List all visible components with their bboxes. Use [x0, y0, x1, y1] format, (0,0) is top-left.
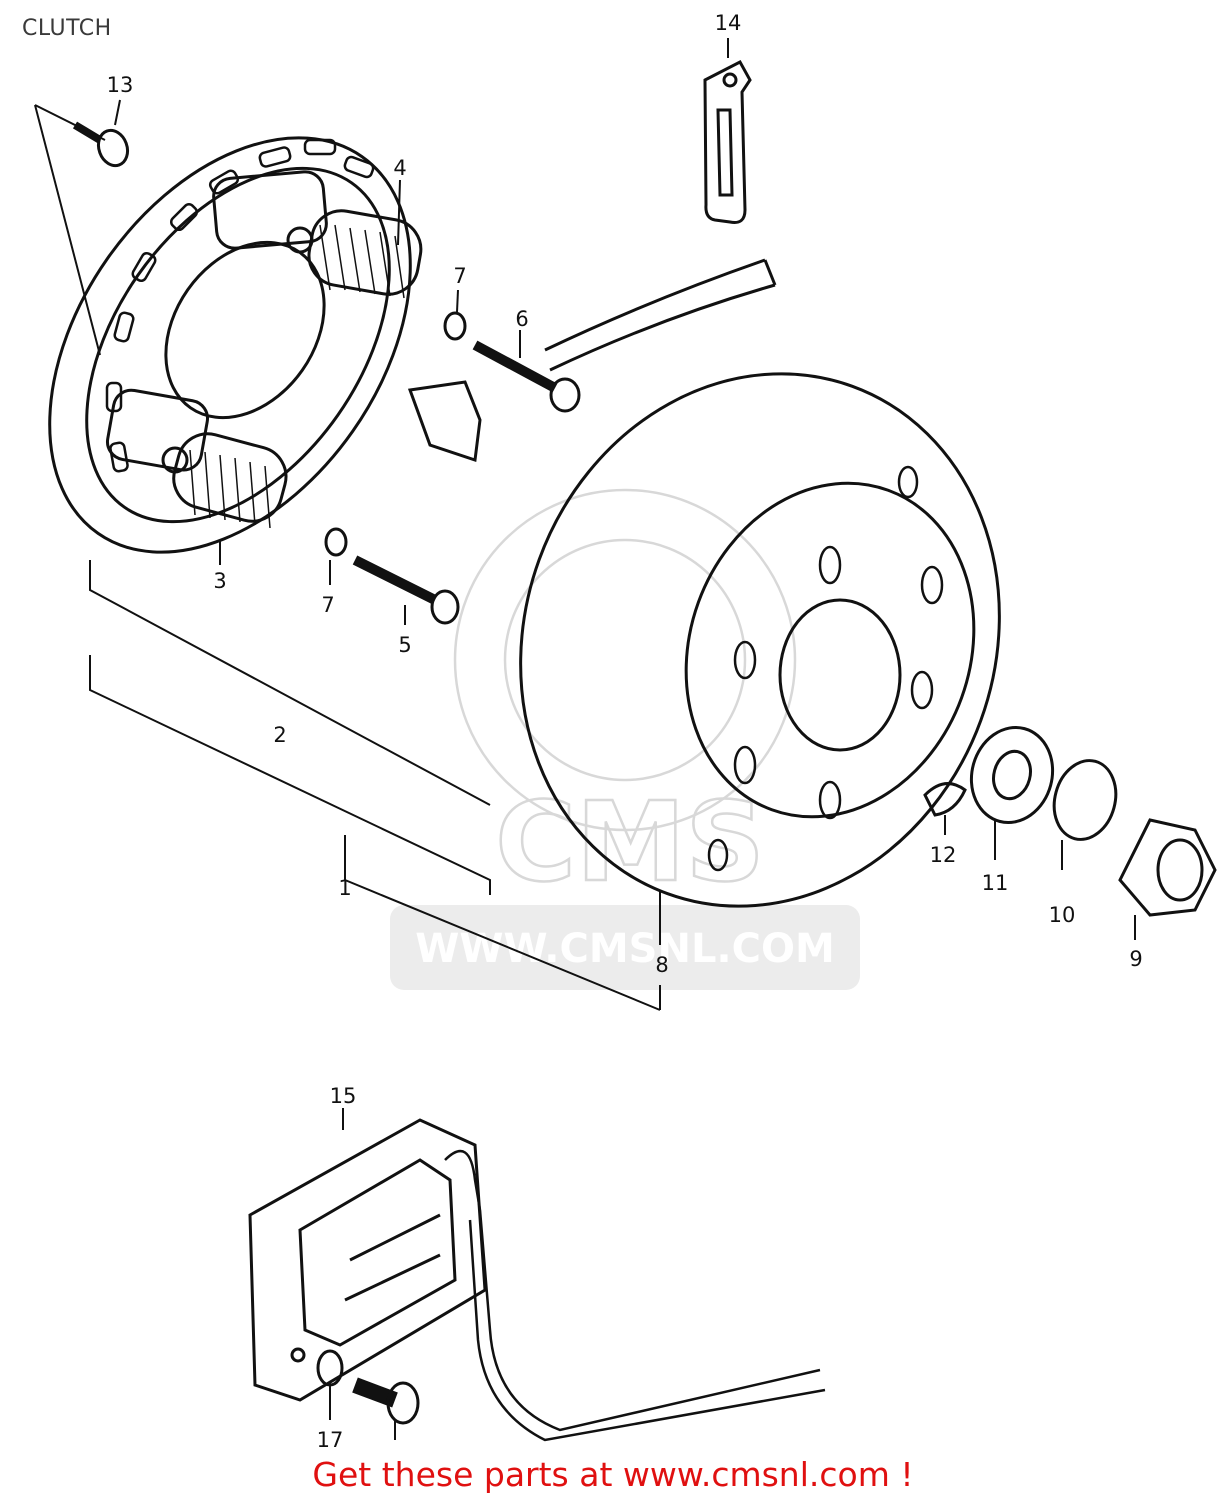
stator-assembly [48, 136, 423, 554]
exploded-parts-diagram: CMS WWW.CMSNL.COM [34, 11, 1217, 1450]
fasteners [72, 121, 581, 1425]
callout-1: 1 [338, 876, 351, 900]
leader-lines [34, 38, 1136, 1440]
footer-banner: Get these parts at www.cmsnl.com ! [0, 1455, 1226, 1494]
callout-7-upper: 7 [453, 264, 466, 288]
callout-15: 15 [330, 1084, 357, 1108]
regulator-rectifier [248, 1118, 826, 1442]
callout-labels: 1 2 3 4 5 6 7 7 8 9 10 11 12 13 14 15 16… [107, 11, 1143, 1450]
callout-6: 6 [515, 307, 528, 331]
watermark: CMS WWW.CMSNL.COM [390, 488, 860, 990]
bracket [703, 60, 752, 224]
footer-suffix: ! [889, 1455, 914, 1494]
wire-harness [407, 258, 777, 463]
callout-11: 11 [982, 871, 1009, 895]
callout-17: 17 [317, 1428, 344, 1450]
callout-8: 8 [655, 953, 668, 977]
callout-7-lower: 7 [321, 593, 334, 617]
rotor-hardware [923, 725, 1217, 917]
page-title: CLUTCH [22, 16, 112, 41]
callout-13: 13 [107, 73, 134, 97]
callout-9: 9 [1129, 947, 1142, 971]
callout-10: 10 [1049, 903, 1076, 927]
watermark-logo: CMS [495, 778, 764, 906]
callout-3: 3 [213, 569, 226, 593]
watermark-url: WWW.CMSNL.COM [415, 926, 835, 972]
footer-link[interactable]: www.cmsnl.com [622, 1455, 890, 1494]
callout-12: 12 [930, 843, 957, 867]
footer-prefix: Get these parts at [312, 1455, 623, 1494]
callout-14: 14 [715, 11, 742, 35]
callout-5: 5 [398, 633, 411, 657]
callout-4: 4 [393, 156, 406, 180]
callout-2: 2 [273, 723, 286, 747]
flywheel-rotor [519, 372, 1001, 908]
